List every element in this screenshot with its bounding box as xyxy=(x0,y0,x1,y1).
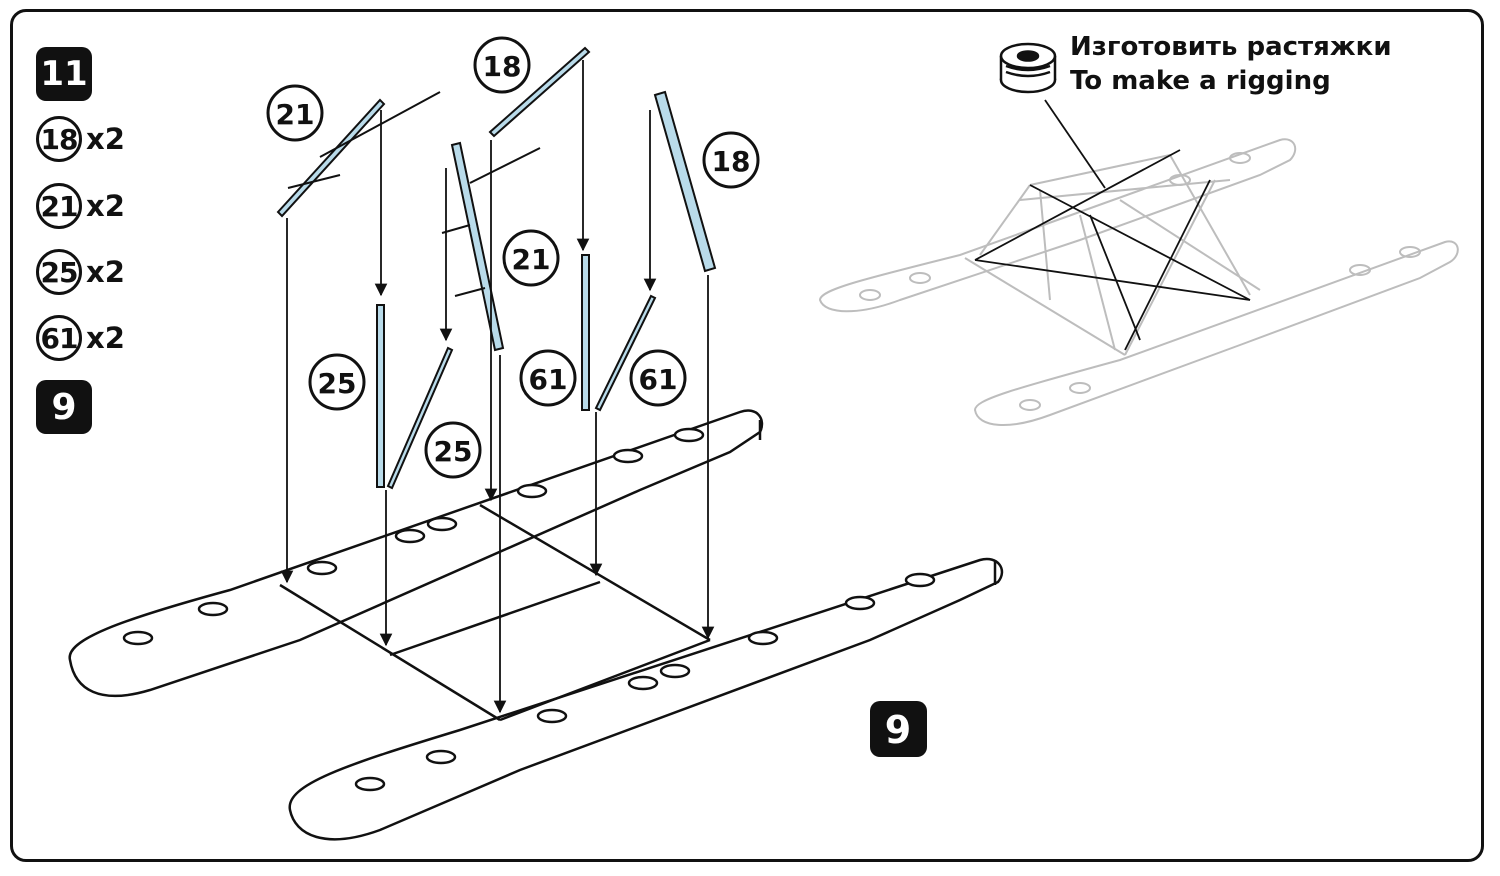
callout-part-18-top: 18 xyxy=(473,36,531,94)
struts xyxy=(276,46,717,490)
step-number-badge: 11 xyxy=(36,47,92,101)
page-frame xyxy=(10,9,1484,862)
part-quantity: x2 xyxy=(86,189,125,223)
ghost-float-back xyxy=(818,138,1297,313)
legend-row-part-21: 21 x2 xyxy=(36,180,125,232)
floats-assembly xyxy=(68,409,1004,841)
rigging-note-en: To make a rigging xyxy=(1070,66,1331,96)
part-number-circle: 21 xyxy=(36,183,82,229)
subassembly-ref-badge: 9 xyxy=(36,380,92,434)
strut-part-61-left xyxy=(581,254,590,411)
rigging-wires xyxy=(974,99,1251,351)
callout-part-18-right: 18 xyxy=(702,131,760,189)
callout-part-25-right: 25 xyxy=(424,421,482,479)
rigging-note: Изготовить растяжки To make a rigging xyxy=(1070,30,1392,98)
callout-part-21-mid: 21 xyxy=(502,229,560,287)
strut-part-61-right xyxy=(594,294,657,412)
legend-row-part-61: 61 x2 xyxy=(36,312,125,364)
callout-part-61-right: 61 xyxy=(629,349,687,407)
svg-text:25: 25 xyxy=(434,435,473,468)
callout-part-21-left: 21 xyxy=(266,84,324,142)
part-number-circle: 61 xyxy=(36,315,82,361)
svg-text:9: 9 xyxy=(885,708,911,752)
ghost-float-front xyxy=(973,240,1459,426)
insertion-arrows xyxy=(280,60,715,714)
legend-row-part-18: 18 x2 xyxy=(36,113,125,165)
svg-text:61: 61 xyxy=(529,363,568,396)
part-quantity: x2 xyxy=(86,122,125,156)
svg-text:18: 18 xyxy=(483,50,522,83)
svg-text:18: 18 xyxy=(712,145,751,178)
part-number-circle: 25 xyxy=(36,249,82,295)
legend-row-part-25: 25 x2 xyxy=(36,246,125,298)
part-callouts: 21 18 18 21 25 25 xyxy=(266,36,760,479)
callout-part-25-left: 25 xyxy=(308,353,366,411)
strut-part-18-right xyxy=(653,90,717,273)
strut-part-18-top xyxy=(488,46,591,138)
svg-text:21: 21 xyxy=(512,243,551,276)
svg-text:25: 25 xyxy=(318,367,357,400)
part-quantity: x2 xyxy=(86,321,125,355)
thread-spool-icon xyxy=(999,42,1057,94)
completed-view xyxy=(818,138,1459,426)
floats-ref-badge: 9 xyxy=(870,701,927,757)
svg-text:61: 61 xyxy=(639,363,678,396)
svg-text:21: 21 xyxy=(276,98,315,131)
part-quantity: x2 xyxy=(86,255,125,289)
part-number-circle: 18 xyxy=(36,116,82,162)
strut-part-21-mid xyxy=(450,141,505,352)
strut-part-25-right xyxy=(386,346,454,490)
float-front xyxy=(288,557,1004,841)
strut-part-21-left xyxy=(276,98,386,218)
callout-part-61-left: 61 xyxy=(519,349,577,407)
rigging-note-ru: Изготовить растяжки xyxy=(1070,32,1392,62)
float-back xyxy=(68,409,764,698)
strut-part-25-left xyxy=(376,304,385,488)
